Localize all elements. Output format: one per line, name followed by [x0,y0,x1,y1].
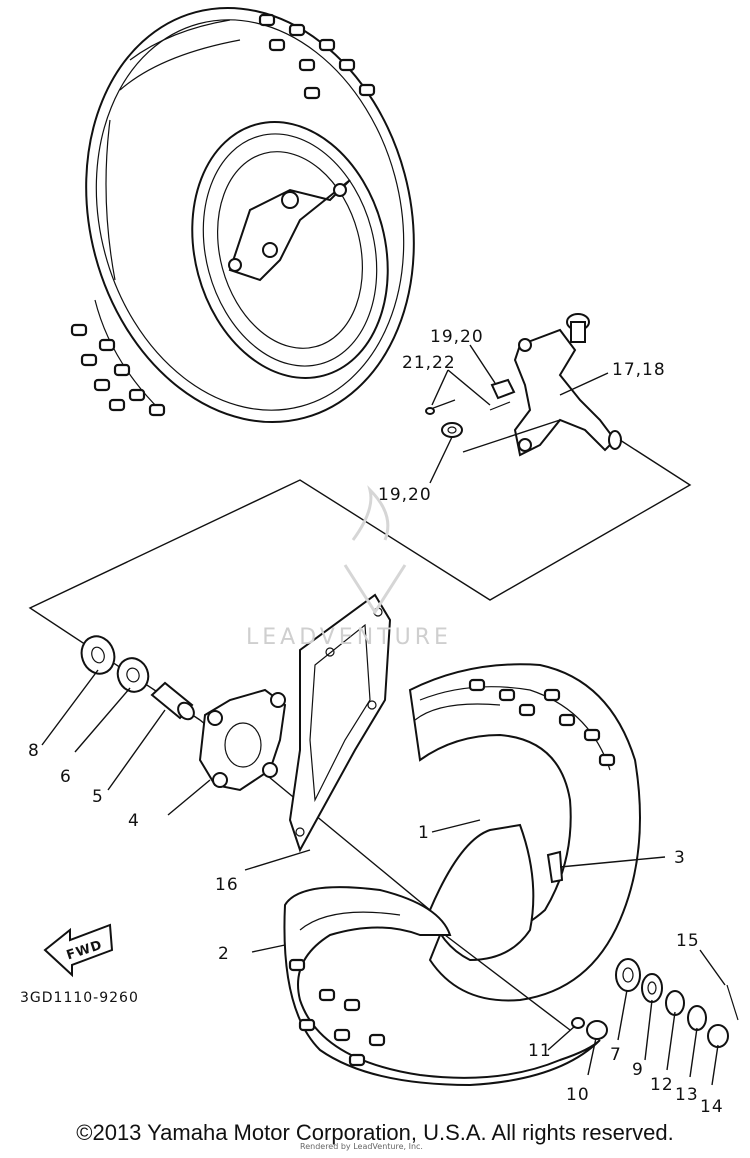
leader-lines-lower [41,669,726,1086]
callout-19-20-bottom: 19,20 [378,485,432,505]
callout-3: 3 [674,848,686,868]
callout-5: 5 [92,787,104,807]
leader-lines-knuckle [429,344,609,484]
callout-13: 13 [675,1085,699,1105]
tread-blocks [70,13,376,417]
diagram-code: 3GD1110-9260 [20,990,139,1006]
rendered-by-note: Rendered by LeadVenture, Inc. [300,1142,423,1151]
leadventure-watermark: LEADVENTURE [246,485,452,650]
wheel-hardware-illustration [571,958,739,1048]
callout-11: 11 [528,1041,552,1061]
callout-6: 6 [60,767,72,787]
callout-4: 4 [128,811,140,831]
callout-2: 2 [218,944,230,964]
callout-17-18: 17,18 [612,360,666,380]
callout-9: 9 [632,1060,644,1080]
callout-16: 16 [215,875,239,895]
callout-7: 7 [610,1045,622,1065]
callout-21-22: 21,22 [402,353,456,373]
callout-labels: 19,20 21,22 17,18 19,20 8 6 5 4 1 3 16 1… [28,327,724,1117]
assembled-wheel-illustration [70,6,415,424]
callout-10: 10 [566,1085,590,1105]
callout-8: 8 [28,741,40,761]
callout-14: 14 [700,1097,724,1117]
callout-19-20-top: 19,20 [430,327,484,347]
copyright-notice: ©2013 Yamaha Motor Corporation, U.S.A. A… [76,1120,674,1145]
tire-rim-illustration [283,663,641,1087]
fwd-arrow: FWD [43,923,114,978]
watermark-text: LEADVENTURE [246,625,452,650]
callout-12: 12 [650,1075,674,1095]
callout-1: 1 [418,823,430,843]
callout-15: 15 [676,931,700,951]
